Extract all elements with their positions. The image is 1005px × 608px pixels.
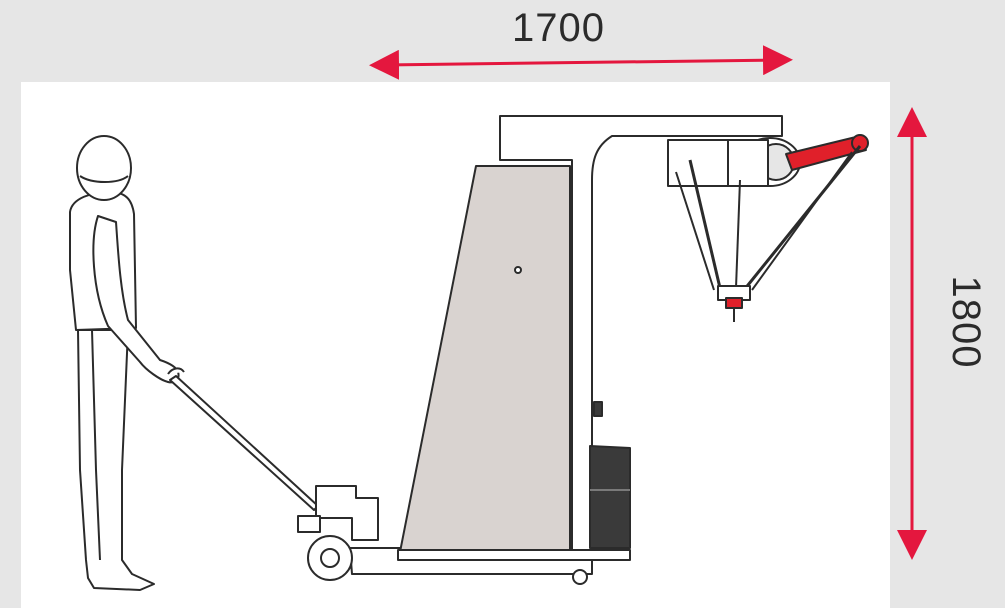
width-dimension-arrow <box>369 45 793 80</box>
delta-robot <box>667 134 869 322</box>
robot-cell-frame <box>397 115 783 561</box>
width-dimension-label: 1700 <box>512 6 605 50</box>
operator-figure <box>69 135 180 591</box>
